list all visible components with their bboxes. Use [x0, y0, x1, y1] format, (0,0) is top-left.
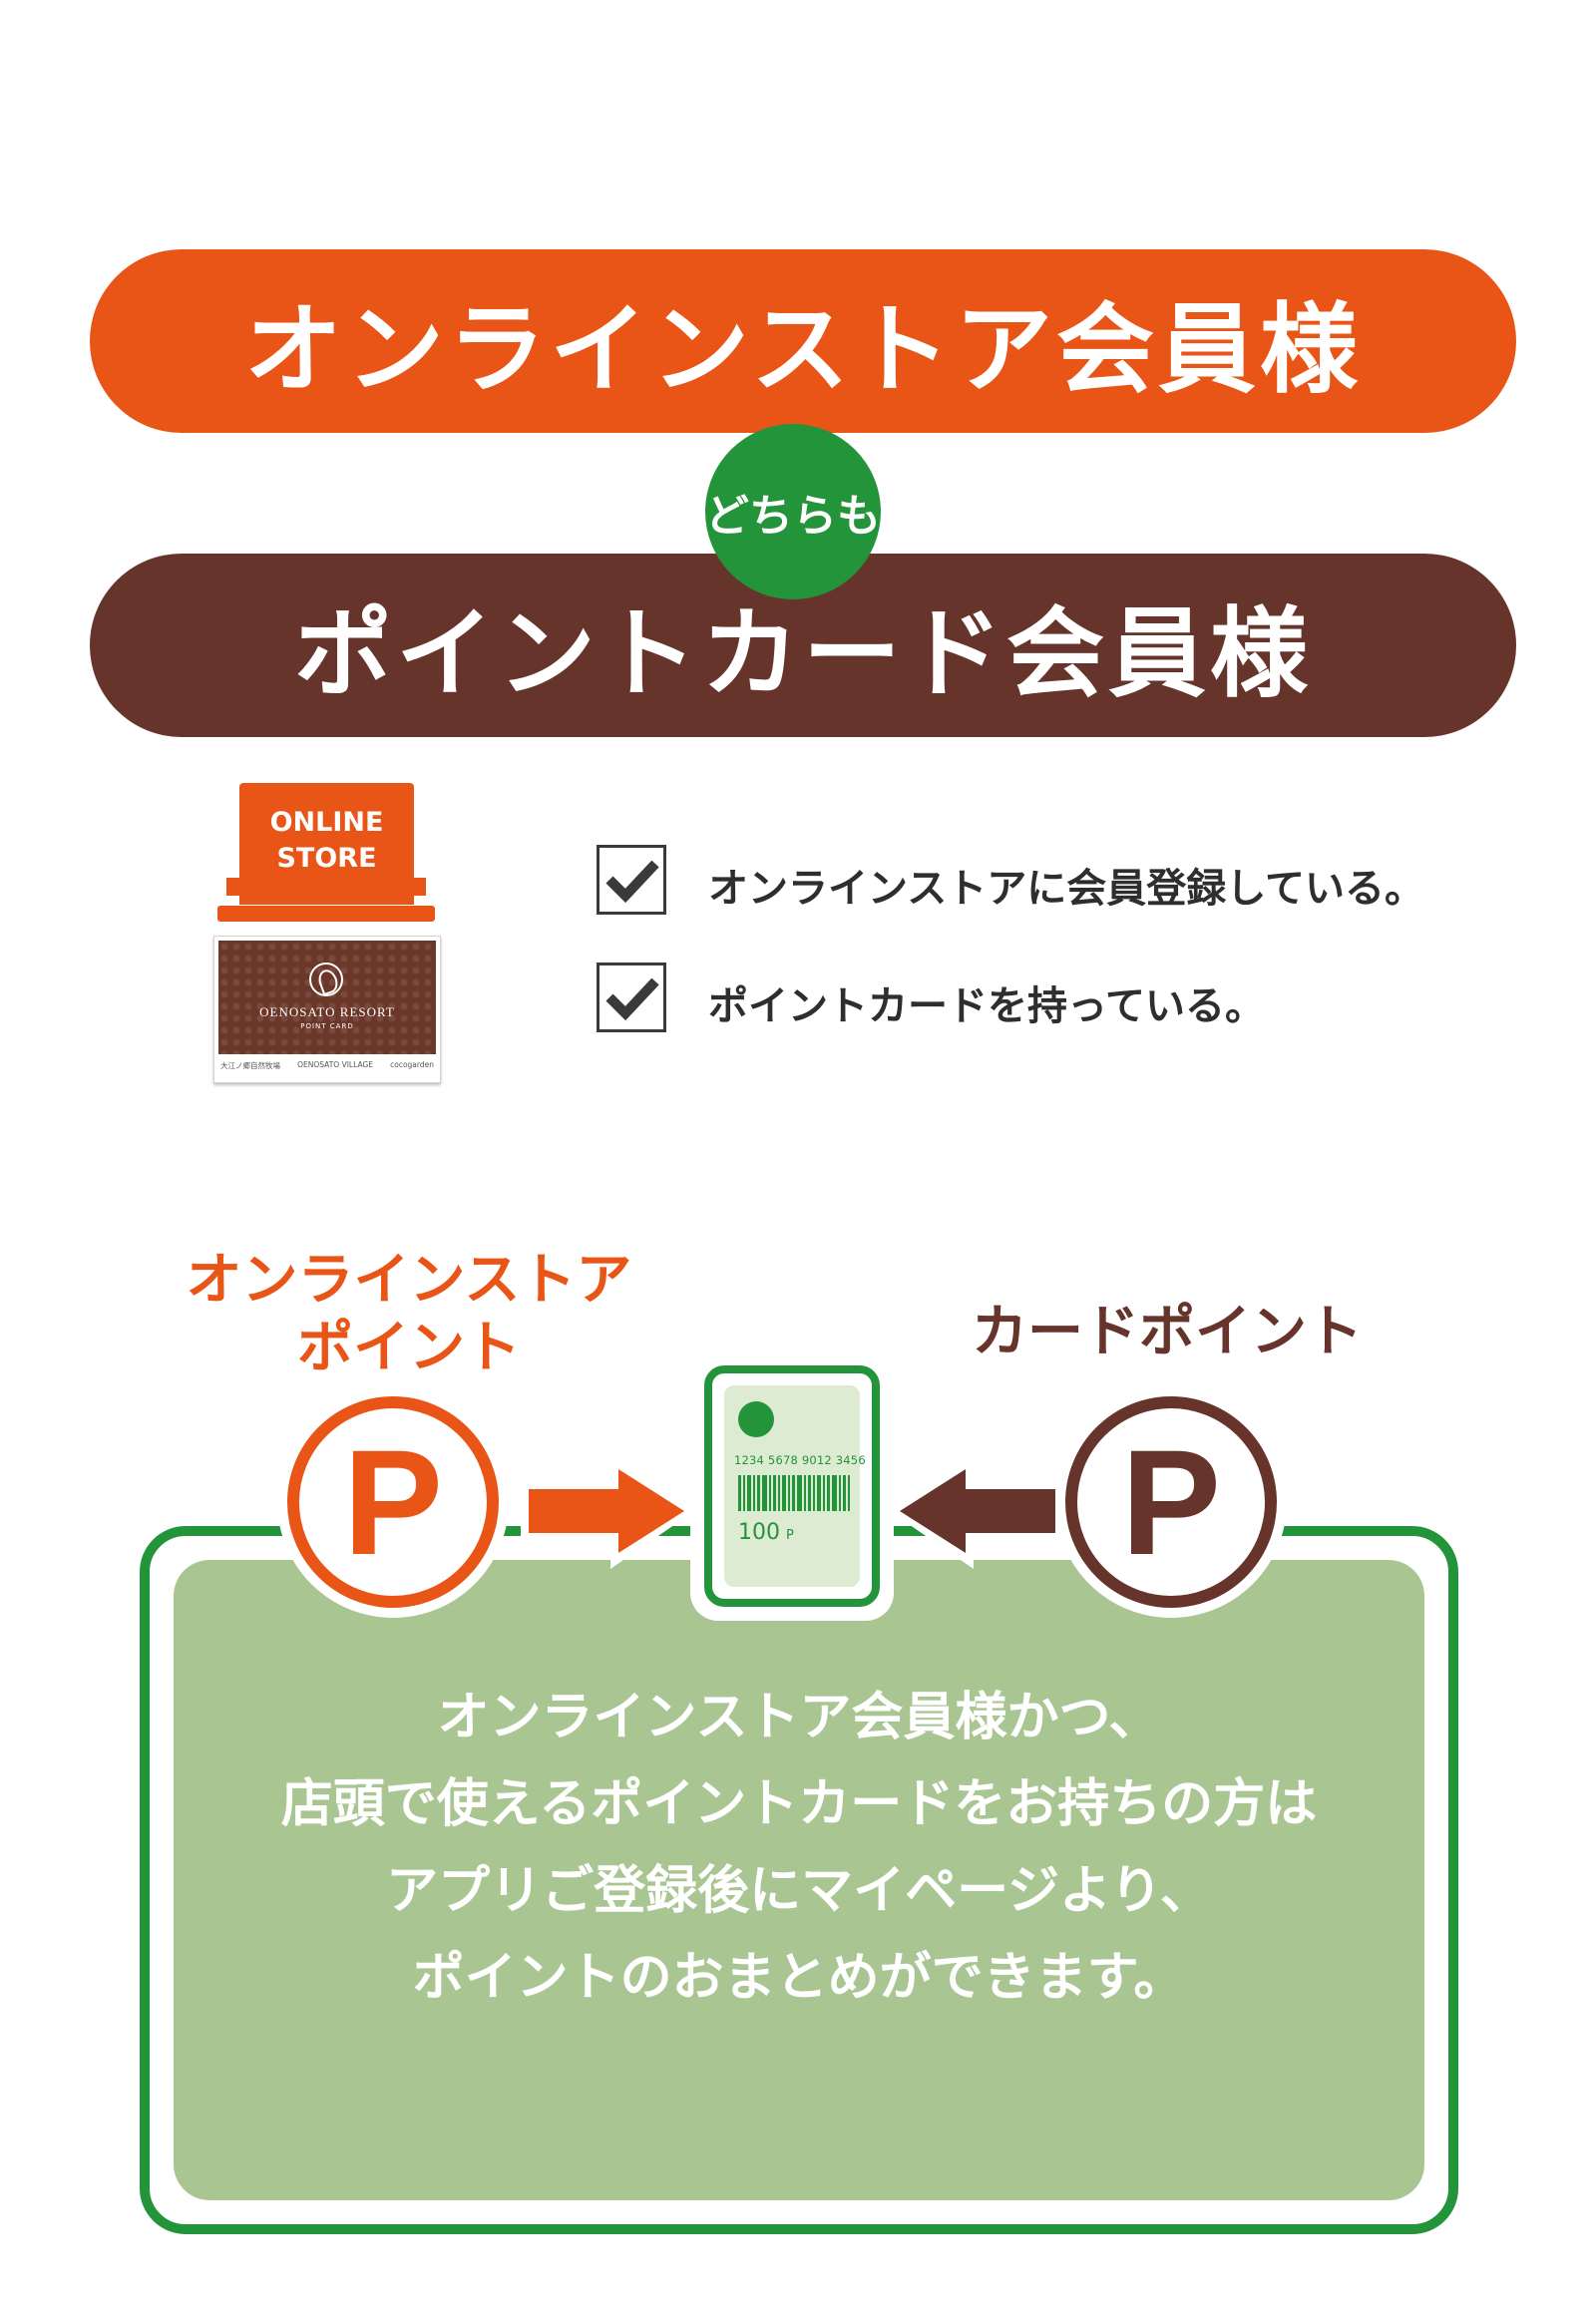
store-badge-line2: STORE — [276, 843, 377, 874]
card-footer-right: cocogarden — [390, 1060, 434, 1069]
point-card-image: OENOSATO RESORT POINT CARD 大江ノ郷自然牧場 OENO… — [213, 936, 441, 1083]
card-sub: POINT CARD — [300, 1022, 354, 1030]
banner-online-members: オンラインストア会員様 — [90, 249, 1516, 433]
label-card-point: カードポイント — [972, 1300, 1363, 1364]
store-badge-shelf — [226, 878, 426, 896]
message-text: オンラインストア会員様かつ、 店頭で使えるポイントカードをお持ちの方は アプリご… — [174, 1675, 1424, 2022]
phone-frame: 1234 5678 9012 3456 1 — [704, 1365, 880, 1607]
arrow-right-icon — [521, 1453, 694, 1569]
checkbox-online-member[interactable] — [597, 845, 666, 915]
card-footer-left: 大江ノ郷自然牧場 — [220, 1061, 280, 1070]
online-point-circle: P — [277, 1386, 509, 1618]
phone-points-value: 100 — [738, 1520, 780, 1545]
message-line-3: アプリご登録後にマイページより、 — [386, 1861, 1212, 1921]
message-line-1: オンラインストア会員様かつ、 — [437, 1688, 1161, 1747]
check-icon — [605, 860, 659, 904]
card-footer: 大江ノ郷自然牧場 OENOSATO VILLAGE cocogarden — [220, 1060, 434, 1071]
online-point-symbol: P — [287, 1396, 499, 1608]
banner-online-members-text: オンラインストア会員様 — [243, 293, 1363, 407]
message-box-inner: オンラインストア会員様かつ、 店頭で使えるポイントカードをお持ちの方は アプリご… — [174, 1560, 1424, 2200]
card-point-circle: P — [1055, 1386, 1287, 1618]
card-footer-mid: OENOSATO VILLAGE — [297, 1060, 374, 1069]
store-badge-line1: ONLINE — [269, 807, 384, 838]
phone-points: 100 P — [738, 1520, 794, 1545]
arrow-left-icon — [890, 1453, 1063, 1569]
card-brand: OENOSATO RESORT — [259, 1004, 395, 1019]
message-line-2: 店頭で使えるポイントカードをお持ちの方は — [280, 1774, 1318, 1834]
both-badge-text: どちらも — [705, 491, 881, 542]
phone-camera-dot — [738, 1401, 774, 1437]
message-box: オンラインストア会員様かつ、 店頭で使えるポイントカードをお持ちの方は アプリご… — [140, 1526, 1458, 2234]
store-badge-base — [217, 906, 435, 922]
checkbox-point-card[interactable] — [597, 962, 666, 1032]
card-point-symbol: P — [1065, 1396, 1277, 1608]
label-online-store-point: オンラインストア ポイント — [180, 1247, 638, 1382]
check-icon — [605, 977, 659, 1021]
label-online-line1: オンラインストア — [186, 1248, 632, 1313]
phone-illustration: 1234 5678 9012 3456 1 — [690, 1351, 894, 1621]
phone-screen: 1234 5678 9012 3456 1 — [724, 1385, 866, 1587]
both-badge: どちらも — [705, 424, 881, 599]
barcode-icon — [738, 1475, 850, 1511]
banner-card-members-text: ポイントカード会員様 — [293, 597, 1312, 711]
message-line-4: ポイントのおまとめができます。 — [412, 1948, 1186, 2008]
point-card-face: OENOSATO RESORT POINT CARD — [218, 941, 436, 1054]
label-online-line2: ポイント — [297, 1316, 521, 1380]
phone-points-unit: P — [786, 1528, 794, 1543]
check-text-online-member: オンラインストアに会員登録している。 — [708, 866, 1424, 912]
check-text-point-card: ポイントカードを持っている。 — [708, 983, 1265, 1029]
leaf-logo-icon — [309, 962, 343, 996]
phone-card-number: 1234 5678 9012 3456 — [734, 1453, 866, 1467]
